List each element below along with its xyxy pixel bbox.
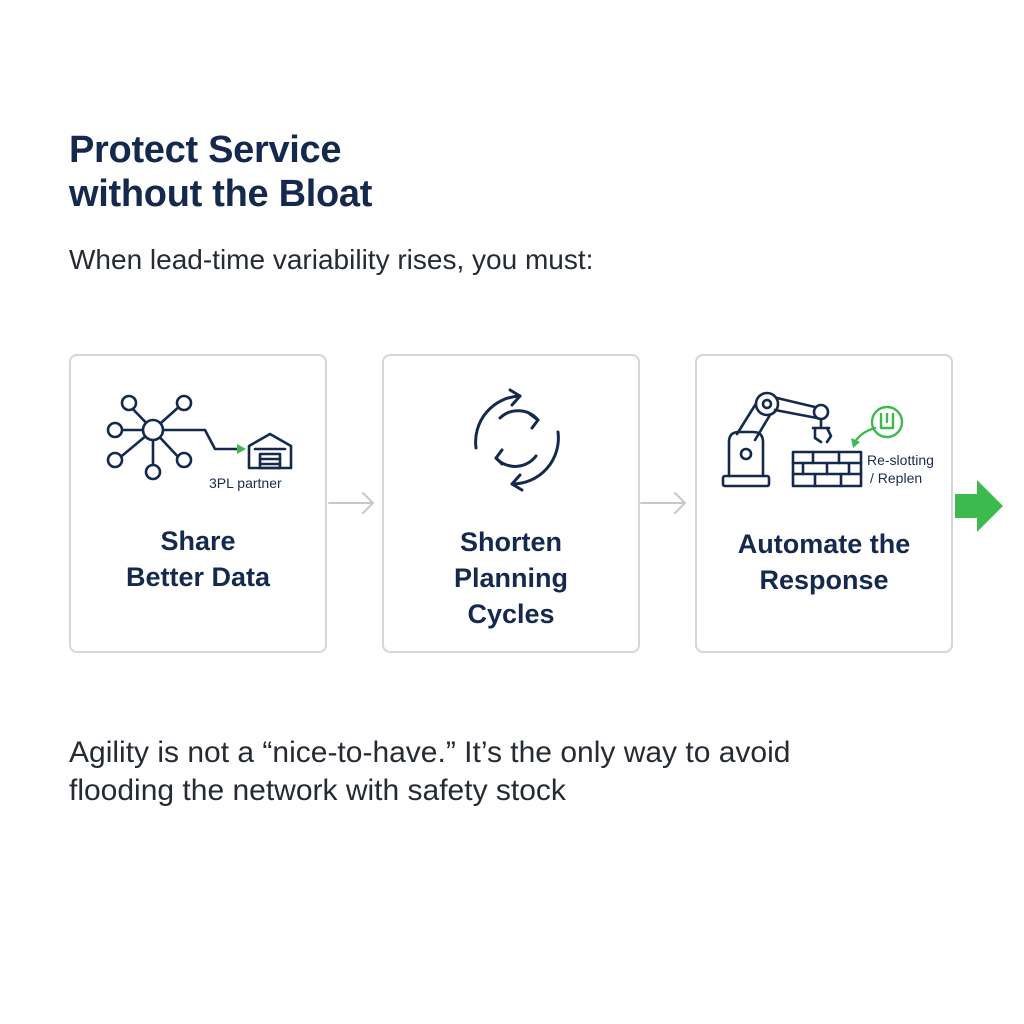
step-card-shorten-cycles: Shorten Planning Cycles — [382, 354, 640, 653]
green-arrowhead — [237, 444, 246, 454]
step-card-share-data: 3PL partner Share Better Data — [69, 354, 327, 653]
step-label-automate: Automate the Response — [737, 529, 911, 595]
footer-statement: Agility is not a “nice-to-have.” It’s th… — [69, 736, 791, 807]
page-title: Protect Service without the Bloat — [69, 128, 372, 216]
refresh-cycle-icon — [474, 388, 560, 492]
robotic-arm-icon — [721, 391, 904, 488]
connector-arrow-2 — [640, 492, 686, 514]
title-line-1: Protect Service — [69, 129, 342, 171]
title-line-2: without the Bloat — [69, 173, 373, 215]
step-card-automate: Re-slotting / Replen Automate the Respon… — [695, 354, 953, 653]
green-arrowhead — [851, 438, 860, 448]
connector-arrow-1 — [328, 492, 374, 514]
next-step-arrow-icon — [955, 480, 1003, 532]
page-subtitle: When lead-time variability rises, you mu… — [69, 244, 594, 275]
step-label-shorten-cycles: Shorten Planning Cycles — [454, 527, 568, 629]
partner-caption: 3PL partner — [209, 475, 282, 491]
replen-caption: Re-slotting / Replen — [867, 452, 934, 486]
step-label-share-data: Share Better Data — [125, 526, 271, 592]
network-hub-icon — [106, 394, 293, 481]
